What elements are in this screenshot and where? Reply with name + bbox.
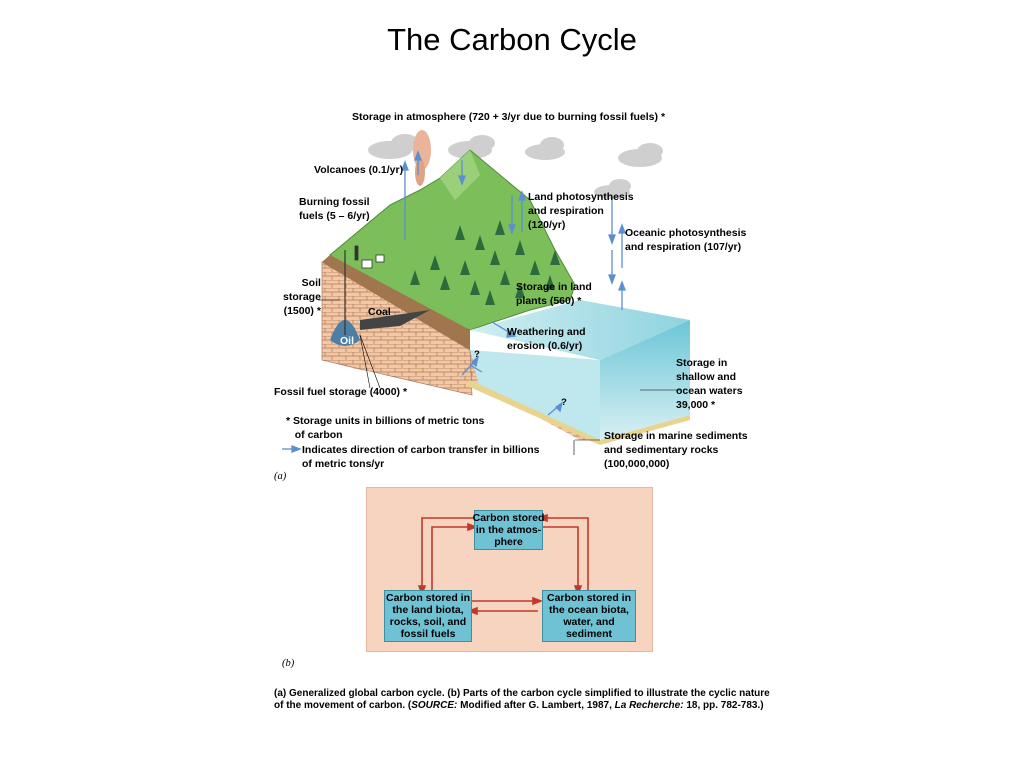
caption-rest: 18, pp. 782-783.): [683, 700, 764, 711]
panel-a-label: (a): [274, 471, 287, 482]
sediment: [465, 380, 690, 445]
land-plants-storage-label: Storage in land plants (560) *: [516, 281, 592, 307]
legend-transfer-arrow: Indicates direction of carbon transfer i…: [302, 444, 540, 470]
caption-a-text: Generalized global carbon cycle.: [286, 688, 448, 699]
panel-b-label: (b): [282, 658, 295, 669]
caption-mod: Modified after G. Lambert, 1987,: [457, 700, 615, 711]
ocean-carbon-box: Carbon stored in the ocean biota, water,…: [542, 590, 636, 642]
volcanoes-label: Volcanoes (0.1/yr): [314, 164, 404, 176]
slide-title: The Carbon Cycle: [387, 22, 637, 57]
burning-fossil-fuels-label: Burning fossil fuels (5 – 6/yr): [299, 196, 370, 222]
coal-seam: [360, 310, 430, 330]
trees: [410, 220, 560, 305]
clouds: [368, 134, 663, 199]
caption-journal: La Recherche:: [614, 700, 684, 711]
ocean-top: [470, 300, 690, 360]
land-carbon-box: Carbon stored in the land biota, rocks, …: [384, 590, 472, 642]
atmosphere-storage-label: Storage in atmosphere (720 + 3/yr due to…: [352, 111, 666, 123]
caption-b: (b): [447, 688, 461, 699]
fossil-fuel-storage-label: Fossil fuel storage (4000) *: [274, 386, 408, 398]
land-photosynthesis-label: Land photosynthesis and respiration (120…: [528, 191, 634, 231]
caption-source: SOURCE:: [411, 700, 458, 711]
coal-label: Coal: [368, 306, 391, 318]
figure-caption: (a) Generalized global carbon cycle. (b)…: [274, 688, 774, 712]
question-mark-land: ?: [474, 349, 480, 360]
caption-b-text: Parts of the carbon cycle simplified to …: [274, 688, 770, 711]
oceanic-photosynthesis-label: Oceanic photosynthesis and respiration (…: [625, 227, 747, 253]
oil-label: Oil: [340, 335, 355, 347]
ocean-side: [600, 320, 690, 440]
soil-storage-label: Soil storage (1500) *: [283, 277, 321, 317]
legend-storage-units: * Storage units in billions of metric to…: [286, 415, 485, 441]
transfer-arrows: [282, 150, 626, 453]
ocean-front: [470, 350, 600, 440]
weathering-erosion-label: Weathering and erosion (0.6/yr): [507, 326, 586, 352]
cycle-arrows: [417, 513, 589, 616]
factories: [354, 245, 385, 269]
atmosphere-carbon-box: Carbon stored in the atmos- phere: [472, 510, 545, 550]
ocean-storage-label: Storage in shallow and ocean waters 39,0…: [676, 357, 743, 411]
caption-a: (a): [274, 688, 287, 699]
question-mark-ocean: ?: [561, 397, 567, 408]
marine-sediments-label: Storage in marine sediments and sediment…: [604, 430, 748, 470]
